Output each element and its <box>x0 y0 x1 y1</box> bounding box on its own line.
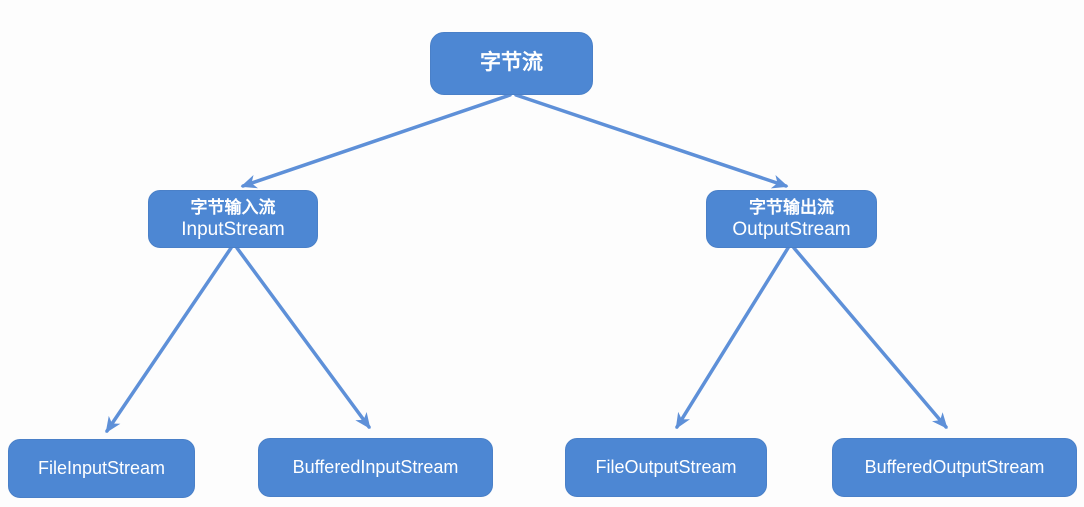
edge-input-to-file-input-stream <box>105 246 233 434</box>
node-buffered-input-stream-label: BufferedInputStream <box>292 457 459 478</box>
node-buffered-output-stream-label: BufferedOutputStream <box>864 457 1045 478</box>
edge-output-to-file-output-stream <box>675 246 790 430</box>
node-buffered-input-stream: BufferedInputStream <box>258 438 493 497</box>
node-input-stream: 字节输入流 InputStream <box>148 190 318 248</box>
edge-root-to-input-stream <box>240 93 512 189</box>
edge-root-to-output-stream <box>514 93 789 189</box>
node-output-stream-title: 字节输出流 <box>749 197 834 217</box>
node-buffered-output-stream: BufferedOutputStream <box>832 438 1077 497</box>
edge-output-to-buffered-output-stream <box>792 246 948 429</box>
node-file-output-stream-label: FileOutputStream <box>595 457 737 478</box>
node-input-stream-subtitle: InputStream <box>181 218 285 240</box>
edge-input-to-buffered-input-stream <box>235 246 371 430</box>
node-output-stream: 字节输出流 OutputStream <box>706 190 877 248</box>
node-file-input-stream: FileInputStream <box>8 439 195 498</box>
node-file-output-stream: FileOutputStream <box>565 438 767 497</box>
node-byte-stream-label: 字节流 <box>480 51 543 75</box>
node-byte-stream: 字节流 <box>430 32 593 95</box>
node-output-stream-subtitle: OutputStream <box>732 218 851 240</box>
node-input-stream-title: 字节输入流 <box>190 197 276 217</box>
node-file-input-stream-label: FileInputStream <box>37 458 166 479</box>
